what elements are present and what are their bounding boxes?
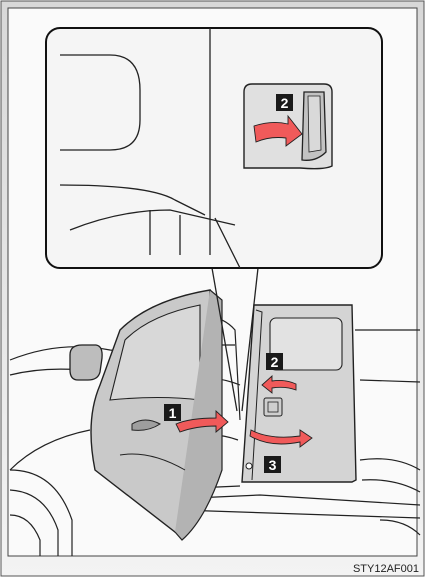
step-3-label: 3 <box>264 456 281 473</box>
side-mirror <box>70 345 102 380</box>
inset-step-number: 2 <box>281 95 289 111</box>
step-1-label: 1 <box>164 404 181 421</box>
inset-step-label: 2 <box>276 94 293 111</box>
step-2-label: 2 <box>266 353 283 370</box>
rear-door-handle <box>264 398 282 416</box>
step-3-number: 3 <box>269 457 277 473</box>
step-1-number: 1 <box>169 405 177 421</box>
rear-door <box>242 305 356 482</box>
inset-callout <box>46 28 382 268</box>
step-2-number: 2 <box>271 354 279 370</box>
figure-code: STY12AF001 <box>353 563 419 575</box>
